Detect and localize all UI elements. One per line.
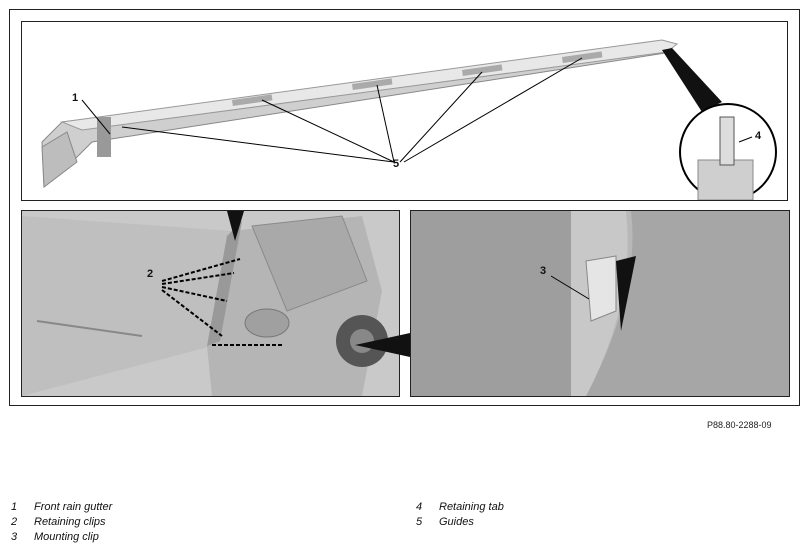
legend-number: 2 xyxy=(11,516,18,528)
legend-item: 1 Front rain gutter xyxy=(11,500,112,515)
legend-number: 1 xyxy=(11,501,18,513)
legend-item: 2 Retaining clips xyxy=(11,515,112,530)
legend-label: Mounting clip xyxy=(34,531,99,543)
legend-number: 4 xyxy=(416,501,423,513)
legend-label: Retaining clips xyxy=(34,516,106,528)
panel-car-pillar: 2 xyxy=(21,210,400,397)
connector-arrow xyxy=(355,333,410,357)
callout-1: 1 xyxy=(72,92,79,104)
legend-label: Retaining tab xyxy=(439,501,504,513)
illustration-frame: 1 5 4 xyxy=(9,9,800,406)
callout-2: 2 xyxy=(147,268,154,280)
legend-right: 4 Retaining tab 5 Guides xyxy=(416,500,504,530)
callout-4: 4 xyxy=(755,130,762,142)
panel-mounting-clip: 3 xyxy=(410,210,790,397)
mounting-clip-drawing xyxy=(411,211,789,396)
rain-gutter-drawing xyxy=(41,39,777,200)
legend-label: Guides xyxy=(439,516,474,528)
legend-number: 3 xyxy=(11,531,18,543)
legend-item: 3 Mounting clip xyxy=(11,530,112,545)
legend-label: Front rain gutter xyxy=(34,501,113,513)
callout-3: 3 xyxy=(540,265,547,277)
callout-5: 5 xyxy=(393,158,400,170)
reference-code: P88.80-2288-09 xyxy=(707,420,772,430)
legend-number: 5 xyxy=(416,516,423,528)
legend-item: 5 Guides xyxy=(416,515,504,530)
panel-rain-gutter: 1 5 4 xyxy=(21,21,788,201)
legend-left: 1 Front rain gutter 2 Retaining clips 3 Mou… xyxy=(11,500,112,545)
legend-item: 4 Retaining tab xyxy=(416,500,504,515)
car-pillar-drawing xyxy=(22,211,399,396)
